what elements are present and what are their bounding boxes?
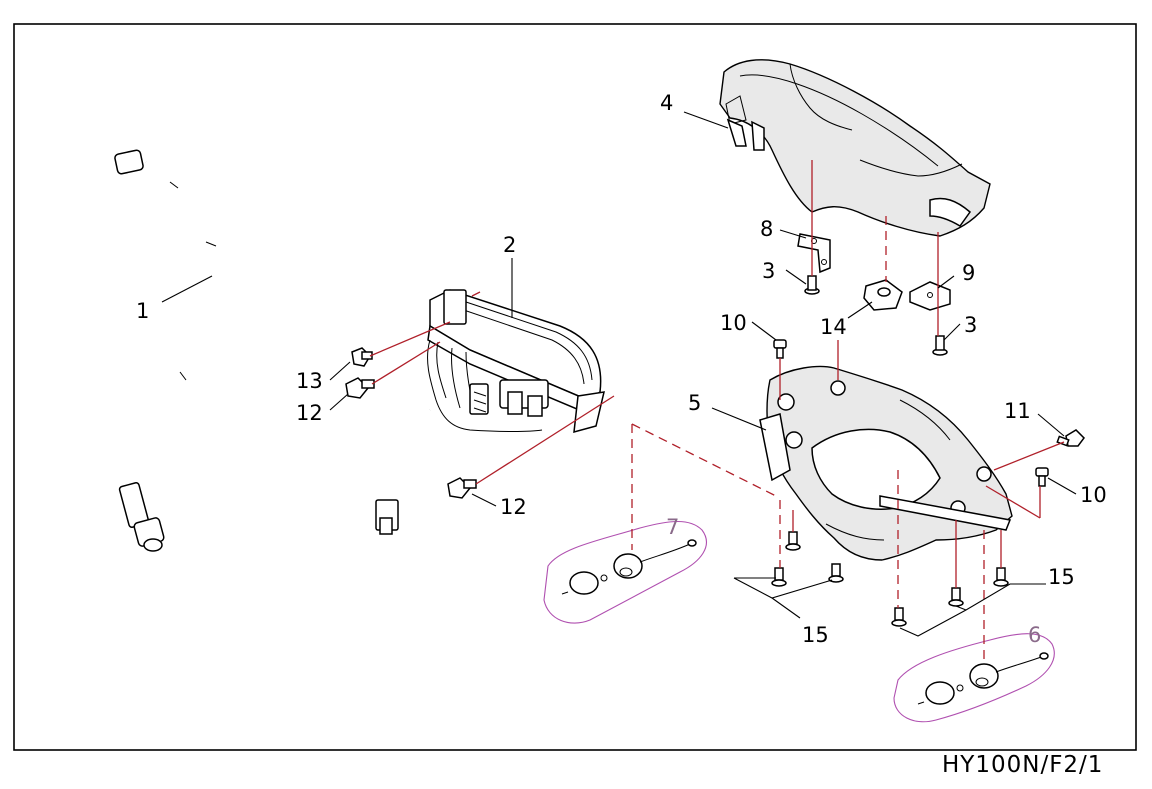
part-10-screw-a[interactable] (773, 339, 787, 359)
callout-14: 14 (820, 315, 847, 339)
callout-1: 1 (136, 299, 149, 323)
part-7-bulb-socket[interactable] (543, 521, 707, 624)
part-3-screw-b[interactable] (932, 335, 948, 356)
part-1-speedometer-cable[interactable] (114, 149, 227, 552)
callout-11: 11 (1004, 399, 1031, 423)
part-10-screw-b[interactable] (1035, 467, 1049, 487)
part-13-screw[interactable] (351, 347, 373, 367)
callout-12b: 12 (500, 495, 527, 519)
part-3-screw-a[interactable] (804, 275, 820, 295)
callout-8: 8 (760, 217, 773, 241)
part-14-clip-nut[interactable] (863, 279, 903, 311)
part-15-screws[interactable] (771, 531, 1009, 627)
diagram-page-code: HY100N/F2/1 (942, 752, 1104, 778)
part-6-bulb-socket[interactable] (893, 633, 1055, 723)
part-4-upper-handlebar-cover[interactable] (719, 59, 991, 237)
part-12-bolt-b[interactable] (447, 477, 477, 499)
leader-lines (161, 111, 1077, 637)
part-9-bracket[interactable] (909, 281, 951, 311)
callout-15a: 15 (802, 623, 829, 647)
callout-12a: 12 (296, 401, 323, 425)
callout-10a: 10 (720, 311, 747, 335)
callout-15b: 15 (1048, 565, 1075, 589)
part-8-bracket[interactable] (797, 233, 831, 274)
callout-13: 13 (296, 369, 323, 393)
callout-7: 7 (666, 515, 679, 539)
callout-3b: 3 (964, 313, 977, 337)
callout-5: 5 (688, 391, 701, 415)
callout-10b: 10 (1080, 483, 1107, 507)
assembly-lines (369, 160, 1065, 660)
part-11-bolt[interactable] (1056, 429, 1085, 447)
callout-2: 2 (503, 233, 516, 257)
callout-6: 6 (1028, 623, 1041, 647)
callout-3a: 3 (762, 259, 775, 283)
diagram-frame (13, 23, 1137, 751)
callout-labels: 1 2 3 3 4 5 6 7 8 9 10 10 11 12 12 13 14… (136, 91, 1107, 647)
part-5-lower-handlebar-cover[interactable] (759, 365, 1013, 561)
callout-4: 4 (660, 91, 673, 115)
part-2-speedometer[interactable] (375, 289, 605, 535)
part-12-bolt-a[interactable] (345, 377, 375, 399)
callout-9: 9 (962, 261, 975, 285)
